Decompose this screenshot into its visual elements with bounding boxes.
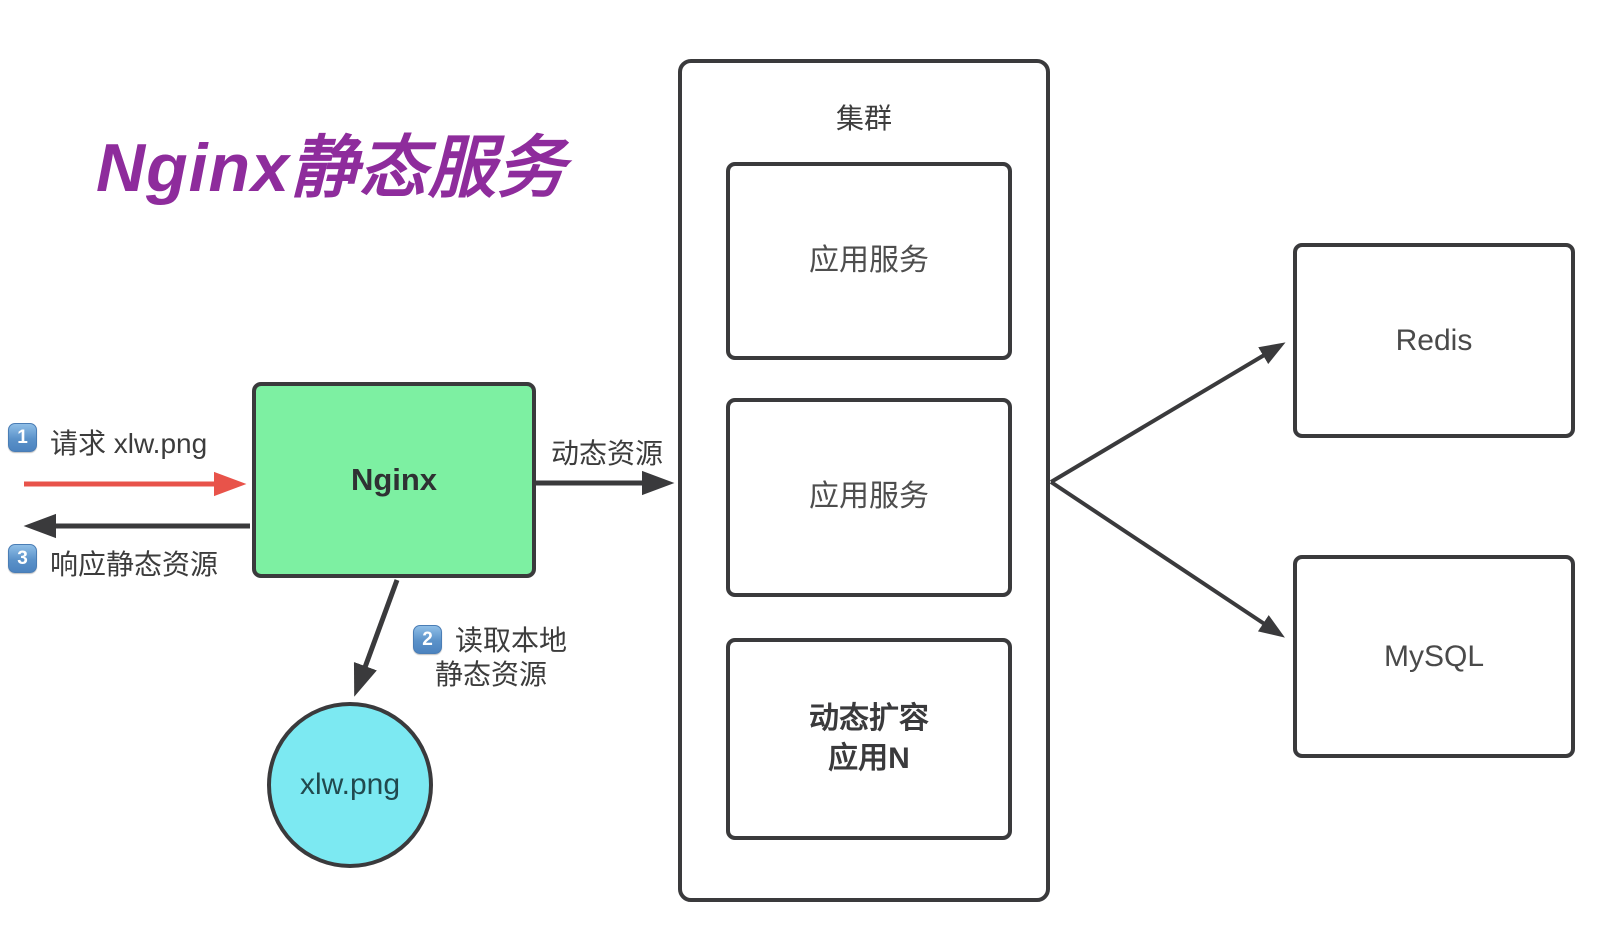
mysql-node: MySQL [1293,555,1575,758]
step-2-text-line1: 读取本地 [455,625,568,656]
static-file-node: xlw.png [267,702,433,868]
nginx-node: Nginx [252,382,536,578]
step-1-text: 请求 xlw.png [50,428,208,459]
step-1-badge-icon: 1 [8,423,37,452]
page-title: Nginx静态服务 [96,130,566,206]
dynamic-resource-label: 动态资源 [550,438,663,469]
step-2-read-label: 2 读取本地 静态资源 [413,624,567,692]
cluster-title: 集群 [835,103,892,134]
cluster-to-mysql-arrow [1049,480,1285,638]
step-2-badge-icon: 2 [413,625,442,654]
app-server-1-label: 应用服务 [809,243,929,277]
redis-node: Redis [1293,243,1575,438]
redis-label: Redis [1395,323,1473,357]
cluster-to-redis-arrow [1049,342,1286,484]
read-local-file-arrow [353,579,400,697]
step-3-text: 响应静态资源 [50,549,219,580]
step-1-request-label: 1 请求 xlw.png [8,422,207,462]
step-3-response-label: 3 响应静态资源 [8,543,218,583]
step-3-badge-icon: 3 [8,544,37,573]
app-server-1-node: 应用服务 [726,162,1012,360]
nginx-label: Nginx [350,462,438,497]
app-server-n-label-line2: 应用N [828,742,910,775]
step-2-text-line2: 静态资源 [435,659,548,691]
cluster-container: 集群 应用服务 应用服务 动态扩容 应用N [678,59,1050,902]
app-server-n-label-line1: 动态扩容 [809,701,929,735]
mysql-label: MySQL [1383,639,1485,673]
app-server-n-node: 动态扩容 应用N [726,638,1012,840]
static-file-label: xlw.png [299,768,401,801]
app-server-2-label: 应用服务 [809,480,929,514]
app-server-2-node: 应用服务 [726,398,1012,597]
